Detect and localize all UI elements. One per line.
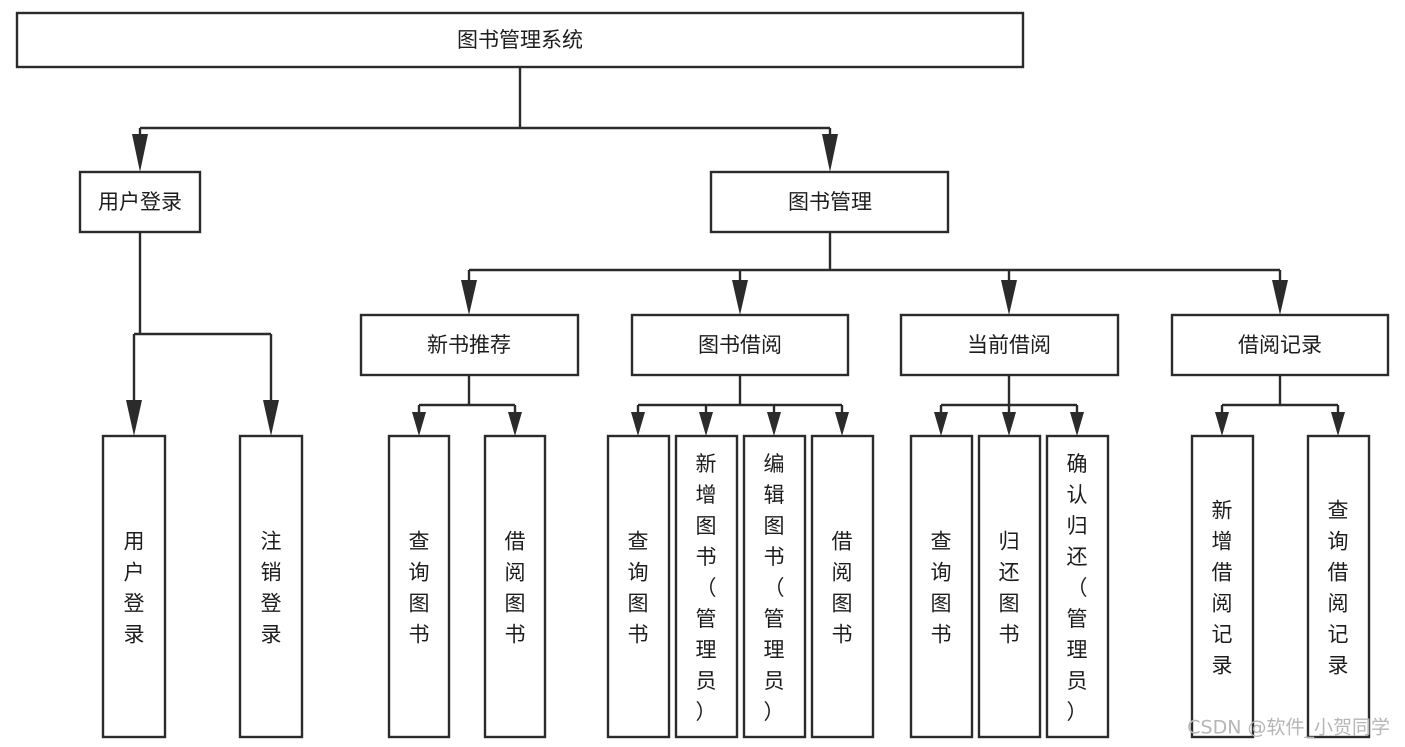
- arrow-head-book-manage: [822, 134, 838, 172]
- node-book-borrow-box[interactable]: [630, 313, 850, 377]
- node-leaf-query-book-2-label: 查询图书: [628, 530, 649, 647]
- node-leaf-query-book-3-label: 查询图书: [931, 530, 952, 647]
- arrow-head-leaf-borrow-book-2: [835, 412, 849, 436]
- node-leaf-user-login-box[interactable]: [101, 434, 167, 739]
- arrow-head-leaf-borrow-book-1: [508, 412, 522, 436]
- node-leaf-add-record[interactable]: 新增借阅记录: [1190, 434, 1255, 739]
- node-root[interactable]: 图书管理系统: [15, 11, 1025, 69]
- node-book-manage[interactable]: 图书管理: [709, 170, 950, 234]
- arrow-head-borrow-record: [1272, 280, 1288, 315]
- arrow-head-book-borrow: [732, 280, 748, 315]
- node-new-book-recommend[interactable]: 新书推荐: [359, 313, 580, 377]
- node-leaf-query-book-1-box[interactable]: [387, 434, 451, 739]
- node-borrow-record-box[interactable]: [1170, 313, 1390, 377]
- arrow-head-current-borrow: [1001, 280, 1017, 315]
- node-leaf-query-book-3[interactable]: 查询图书: [909, 434, 974, 739]
- node-leaf-borrow-book-2-label: 借阅图书: [832, 530, 853, 647]
- node-leaf-borrow-book-1-box[interactable]: [483, 434, 547, 739]
- node-leaf-query-book-1-label: 查询图书: [409, 530, 430, 647]
- node-leaf-confirm-return[interactable]: 确认归还（管理员）: [1045, 434, 1110, 739]
- node-book-manage-box[interactable]: [709, 170, 950, 234]
- node-leaf-edit-book-box[interactable]: [742, 434, 807, 739]
- node-leaf-confirm-return-box[interactable]: [1045, 434, 1110, 739]
- node-leaf-query-record-label: 查询借阅记录: [1328, 499, 1349, 678]
- node-leaf-add-record-label: 新增借阅记录: [1212, 499, 1233, 678]
- node-leaf-user-login[interactable]: 用户登录: [101, 434, 167, 739]
- connector-layer: [126, 67, 1345, 436]
- node-leaf-query-book-3-box[interactable]: [909, 434, 974, 739]
- node-leaf-query-record-box[interactable]: [1306, 434, 1371, 739]
- node-book-manage-label: 图书管理: [788, 190, 872, 214]
- node-leaf-return-book-box[interactable]: [977, 434, 1042, 739]
- node-leaf-query-book-2[interactable]: 查询图书: [606, 434, 671, 739]
- node-root-box[interactable]: [15, 11, 1025, 69]
- arrow-head-user-login: [132, 134, 148, 172]
- csdn-watermark: CSDN @软件_小贺同学: [1187, 717, 1390, 739]
- node-leaf-user-logout-box[interactable]: [238, 434, 304, 739]
- node-current-borrow[interactable]: 当前借阅: [899, 313, 1120, 377]
- arrow-head-leaf-user-login: [126, 400, 142, 436]
- node-leaf-return-book[interactable]: 归还图书: [977, 434, 1042, 739]
- node-current-borrow-label: 当前借阅: [967, 333, 1051, 357]
- arrow-head-leaf-confirm-return: [1070, 412, 1084, 436]
- node-leaf-borrow-book-2-box[interactable]: [810, 434, 875, 739]
- node-user-login-label: 用户登录: [98, 190, 182, 214]
- node-new-book-recommend-box[interactable]: [359, 313, 580, 377]
- node-leaf-edit-book-label: 编辑图书（管理员）: [764, 452, 785, 724]
- node-borrow-record-label: 借阅记录: [1238, 333, 1322, 357]
- node-leaf-add-record-box[interactable]: [1190, 434, 1255, 739]
- node-borrow-record[interactable]: 借阅记录: [1170, 313, 1390, 377]
- node-book-borrow[interactable]: 图书借阅: [630, 313, 850, 377]
- node-leaf-query-book-2-box[interactable]: [606, 434, 671, 739]
- node-leaf-confirm-return-label: 确认归还（管理员）: [1067, 452, 1088, 724]
- node-root-label: 图书管理系统: [457, 28, 583, 52]
- arrow-head-leaf-query-book-2: [631, 412, 645, 436]
- node-leaf-edit-book[interactable]: 编辑图书（管理员）: [742, 434, 807, 739]
- node-leaf-user-login-label: 用户登录: [124, 530, 145, 647]
- arrow-head-leaf-add-book: [699, 412, 713, 436]
- node-leaf-borrow-book-1-label: 借阅图书: [505, 530, 526, 647]
- node-leaf-query-record[interactable]: 查询借阅记录: [1306, 434, 1371, 739]
- arrow-head-leaf-user-logout: [263, 400, 279, 436]
- node-leaf-add-book[interactable]: 新增图书（管理员）: [674, 434, 739, 739]
- arrow-head-leaf-query-book-3: [934, 412, 948, 436]
- node-leaf-add-book-box[interactable]: [674, 434, 739, 739]
- leaf-node-layer: 用户登录 注销登录 查询图书 借阅图书 查询图书 新增图书（管理员）: [101, 434, 1371, 739]
- node-new-book-recommend-label: 新书推荐: [427, 333, 511, 357]
- node-leaf-query-book-1[interactable]: 查询图书: [387, 434, 451, 739]
- node-leaf-user-logout-label: 注销登录: [261, 530, 282, 647]
- arrow-head-new-book-recommend: [461, 280, 477, 315]
- arrow-head-leaf-query-record: [1331, 412, 1345, 436]
- arrow-head-leaf-edit-book: [767, 412, 781, 436]
- node-user-login-box[interactable]: [78, 170, 202, 234]
- arrow-head-leaf-add-record: [1215, 412, 1229, 436]
- node-leaf-return-book-label: 归还图书: [999, 530, 1020, 647]
- node-book-borrow-label: 图书借阅: [698, 333, 782, 357]
- arrow-head-leaf-query-book-1: [412, 412, 426, 436]
- node-current-borrow-box[interactable]: [899, 313, 1120, 377]
- node-leaf-user-logout[interactable]: 注销登录: [238, 434, 304, 739]
- node-leaf-borrow-book-2[interactable]: 借阅图书: [810, 434, 875, 739]
- arrow-head-leaf-return-book: [1002, 412, 1016, 436]
- node-leaf-borrow-book-1[interactable]: 借阅图书: [483, 434, 547, 739]
- node-user-login[interactable]: 用户登录: [78, 170, 202, 234]
- node-leaf-add-book-label: 新增图书（管理员）: [696, 452, 717, 724]
